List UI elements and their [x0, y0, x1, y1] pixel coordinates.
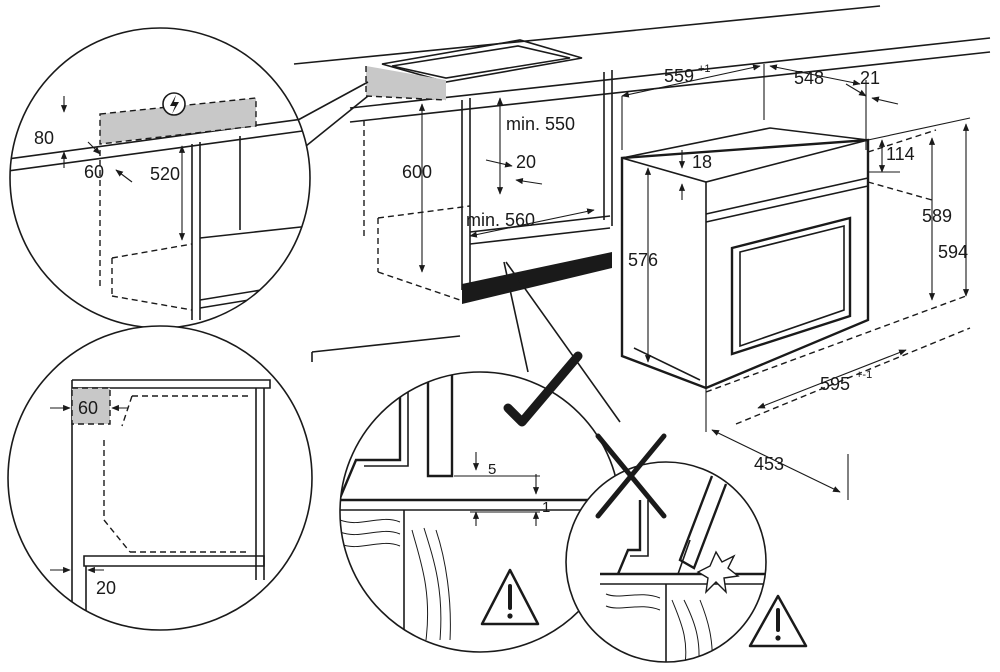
label-18: 18	[692, 152, 712, 172]
cabinet-scene	[293, 5, 991, 362]
label-5: 5	[488, 461, 496, 478]
label-80: 80	[34, 128, 54, 148]
warning-triangle-icon	[748, 594, 808, 648]
detail-top-left	[9, 27, 369, 329]
label-594: 594	[938, 242, 968, 262]
label-60-top: 60	[84, 162, 104, 182]
label-595: 595	[820, 374, 850, 394]
label-1: 1	[542, 499, 550, 516]
impact-star-icon	[696, 550, 740, 594]
cross-mark-icon	[595, 433, 667, 519]
label-589: 589	[922, 206, 952, 226]
label-60-side: 60	[78, 398, 98, 418]
label-20-mid: 20	[516, 152, 536, 172]
detail-bottom-right	[565, 433, 808, 663]
detail-bottom-left	[7, 325, 313, 631]
label-595-tolerance: +-1	[856, 369, 872, 381]
label-600: 600	[402, 162, 432, 182]
lightning-bolt-icon	[162, 92, 186, 116]
label-20-side: 20	[96, 578, 116, 598]
label-min-560: min. 560	[466, 210, 535, 230]
label-548: 548	[794, 68, 824, 88]
dimension-labels: 80 60 520 600 min. 550 20 min. 560 559 +…	[34, 63, 968, 598]
check-mark-icon	[503, 351, 583, 427]
label-520: 520	[150, 164, 180, 184]
warning-triangle-icon	[480, 568, 540, 626]
oven-appliance	[620, 64, 971, 500]
label-559-tolerance: +1	[698, 63, 711, 75]
label-559: 559	[664, 66, 694, 86]
label-114: 114	[886, 144, 915, 164]
detail-bottom-center	[339, 261, 621, 653]
label-21: 21	[860, 68, 880, 88]
label-453: 453	[754, 454, 784, 474]
label-min-550: min. 550	[506, 114, 575, 134]
label-576: 576	[628, 250, 658, 270]
